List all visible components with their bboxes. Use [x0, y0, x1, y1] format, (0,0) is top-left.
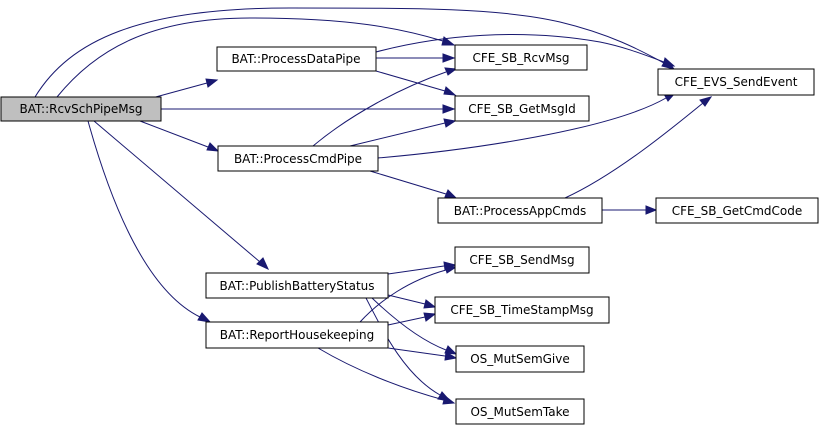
- node-label: OS_MutSemTake: [470, 405, 569, 419]
- node-procdata[interactable]: BAT::ProcessDataPipe: [216, 46, 377, 72]
- node-proccmd[interactable]: BAT::ProcessCmdPipe: [217, 145, 379, 172]
- node-rcvmsg[interactable]: CFE_SB_RcvMsg: [454, 44, 588, 71]
- node-label: CFE_SB_GetCmdCode: [672, 204, 803, 218]
- arrowhead-procdata-getmsgid: [443, 86, 457, 96]
- edge-reporthk-semgive: [387, 347, 446, 357]
- node-getcmdcode[interactable]: CFE_SB_GetCmdCode: [655, 197, 819, 224]
- arrowhead-reporthk-semtake: [442, 395, 456, 405]
- node-label: BAT::ProcessDataPipe: [231, 52, 360, 66]
- node-label: CFE_EVS_SendEvent: [675, 75, 798, 89]
- node-getmsgid[interactable]: CFE_SB_GetMsgId: [454, 95, 590, 122]
- edge-reporthk-sendmsg: [359, 269, 447, 323]
- arrowhead-proccmd-rcvmsg: [444, 67, 458, 76]
- node-sendmsg[interactable]: CFE_SB_SendMsg: [454, 246, 590, 274]
- edge-proccmd-procapp: [369, 170, 447, 195]
- edge-reporthk-semtake: [317, 347, 445, 401]
- node-publish[interactable]: BAT::PublishBatteryStatus: [205, 272, 389, 299]
- node-label: BAT::RcvSchPipeMsg: [20, 102, 143, 116]
- node-label: BAT::ProcessAppCmds: [454, 204, 587, 218]
- edge-procdata-sendevent: [375, 34, 665, 63]
- node-sendevent[interactable]: CFE_EVS_SendEvent: [657, 68, 815, 96]
- edge-rcvsch-rcvmsg: [56, 17, 444, 98]
- edge-reporthk-timestamp: [387, 316, 426, 326]
- node-rcvsch[interactable]: BAT::RcvSchPipeMsg: [0, 96, 162, 122]
- node-label: CFE_SB_TimeStampMsg: [450, 303, 593, 317]
- edge-publish-sendmsg: [387, 265, 445, 275]
- node-semgive[interactable]: OS_MutSemGive: [455, 345, 585, 373]
- edge-publish-timestamp: [387, 294, 426, 305]
- arrowhead-proccmd-procapp: [444, 189, 458, 199]
- node-procapp[interactable]: BAT::ProcessAppCmds: [437, 197, 603, 224]
- node-label: BAT::ProcessCmdPipe: [234, 152, 362, 166]
- node-label: BAT::PublishBatteryStatus: [219, 279, 374, 293]
- arrowhead-rcvsch-proccmd: [206, 142, 220, 152]
- edge-rcvsch-publish: [93, 120, 261, 263]
- node-timestamp[interactable]: CFE_SB_TimeStampMsg: [434, 296, 610, 324]
- edge-rcvsch-procdata: [151, 82, 208, 99]
- arrowhead-rcvsch-getmsgid: [442, 104, 456, 114]
- arrowhead-proccmd-getmsgid: [443, 118, 457, 128]
- edge-procapp-sendevent: [564, 102, 704, 199]
- arrowhead-procdata-sendevent: [662, 57, 676, 67]
- edge-proccmd-sendevent: [377, 97, 667, 159]
- node-reporthk[interactable]: BAT::ReportHousekeeping: [205, 321, 389, 349]
- edge-rcvsch-sendevent: [34, 7, 665, 98]
- node-label: CFE_SB_SendMsg: [469, 253, 574, 267]
- arrowhead-publish-semgive: [444, 345, 458, 355]
- edge-proccmd-getmsgid: [349, 122, 446, 147]
- node-label: CFE_SB_GetMsgId: [468, 102, 575, 116]
- arrowhead-procdata-rcvmsg: [442, 53, 456, 63]
- arrowhead-procapp-getcmdcode: [645, 205, 658, 215]
- edge-rcvsch-proccmd: [139, 120, 209, 148]
- node-label: OS_MutSemGive: [470, 352, 570, 366]
- node-label: CFE_SB_RcvMsg: [473, 51, 570, 65]
- edge-procdata-getmsgid: [375, 70, 446, 92]
- edge-proccmd-rcvmsg: [312, 71, 447, 147]
- edges: [34, 7, 713, 405]
- arrowhead-rcvsch-reporthk: [197, 312, 212, 323]
- nodes: BAT::RcvSchPipeMsg BAT::ProcessDataPipe …: [0, 44, 819, 425]
- node-label: BAT::ReportHousekeeping: [220, 328, 374, 342]
- arrowhead-procapp-sendevent: [699, 96, 713, 107]
- arrowhead-rcvsch-procdata: [205, 78, 219, 88]
- arrowhead-reporthk-timestamp: [423, 312, 437, 322]
- arrowhead-reporthk-sendmsg: [444, 265, 458, 274]
- node-semtake[interactable]: OS_MutSemTake: [455, 398, 585, 425]
- edge-rcvsch-reporthk: [87, 120, 201, 318]
- arrowhead-reporthk-semgive: [444, 351, 458, 361]
- arrowhead-rcvsch-publish: [256, 257, 270, 271]
- arrowhead-publish-timestamp: [423, 299, 437, 309]
